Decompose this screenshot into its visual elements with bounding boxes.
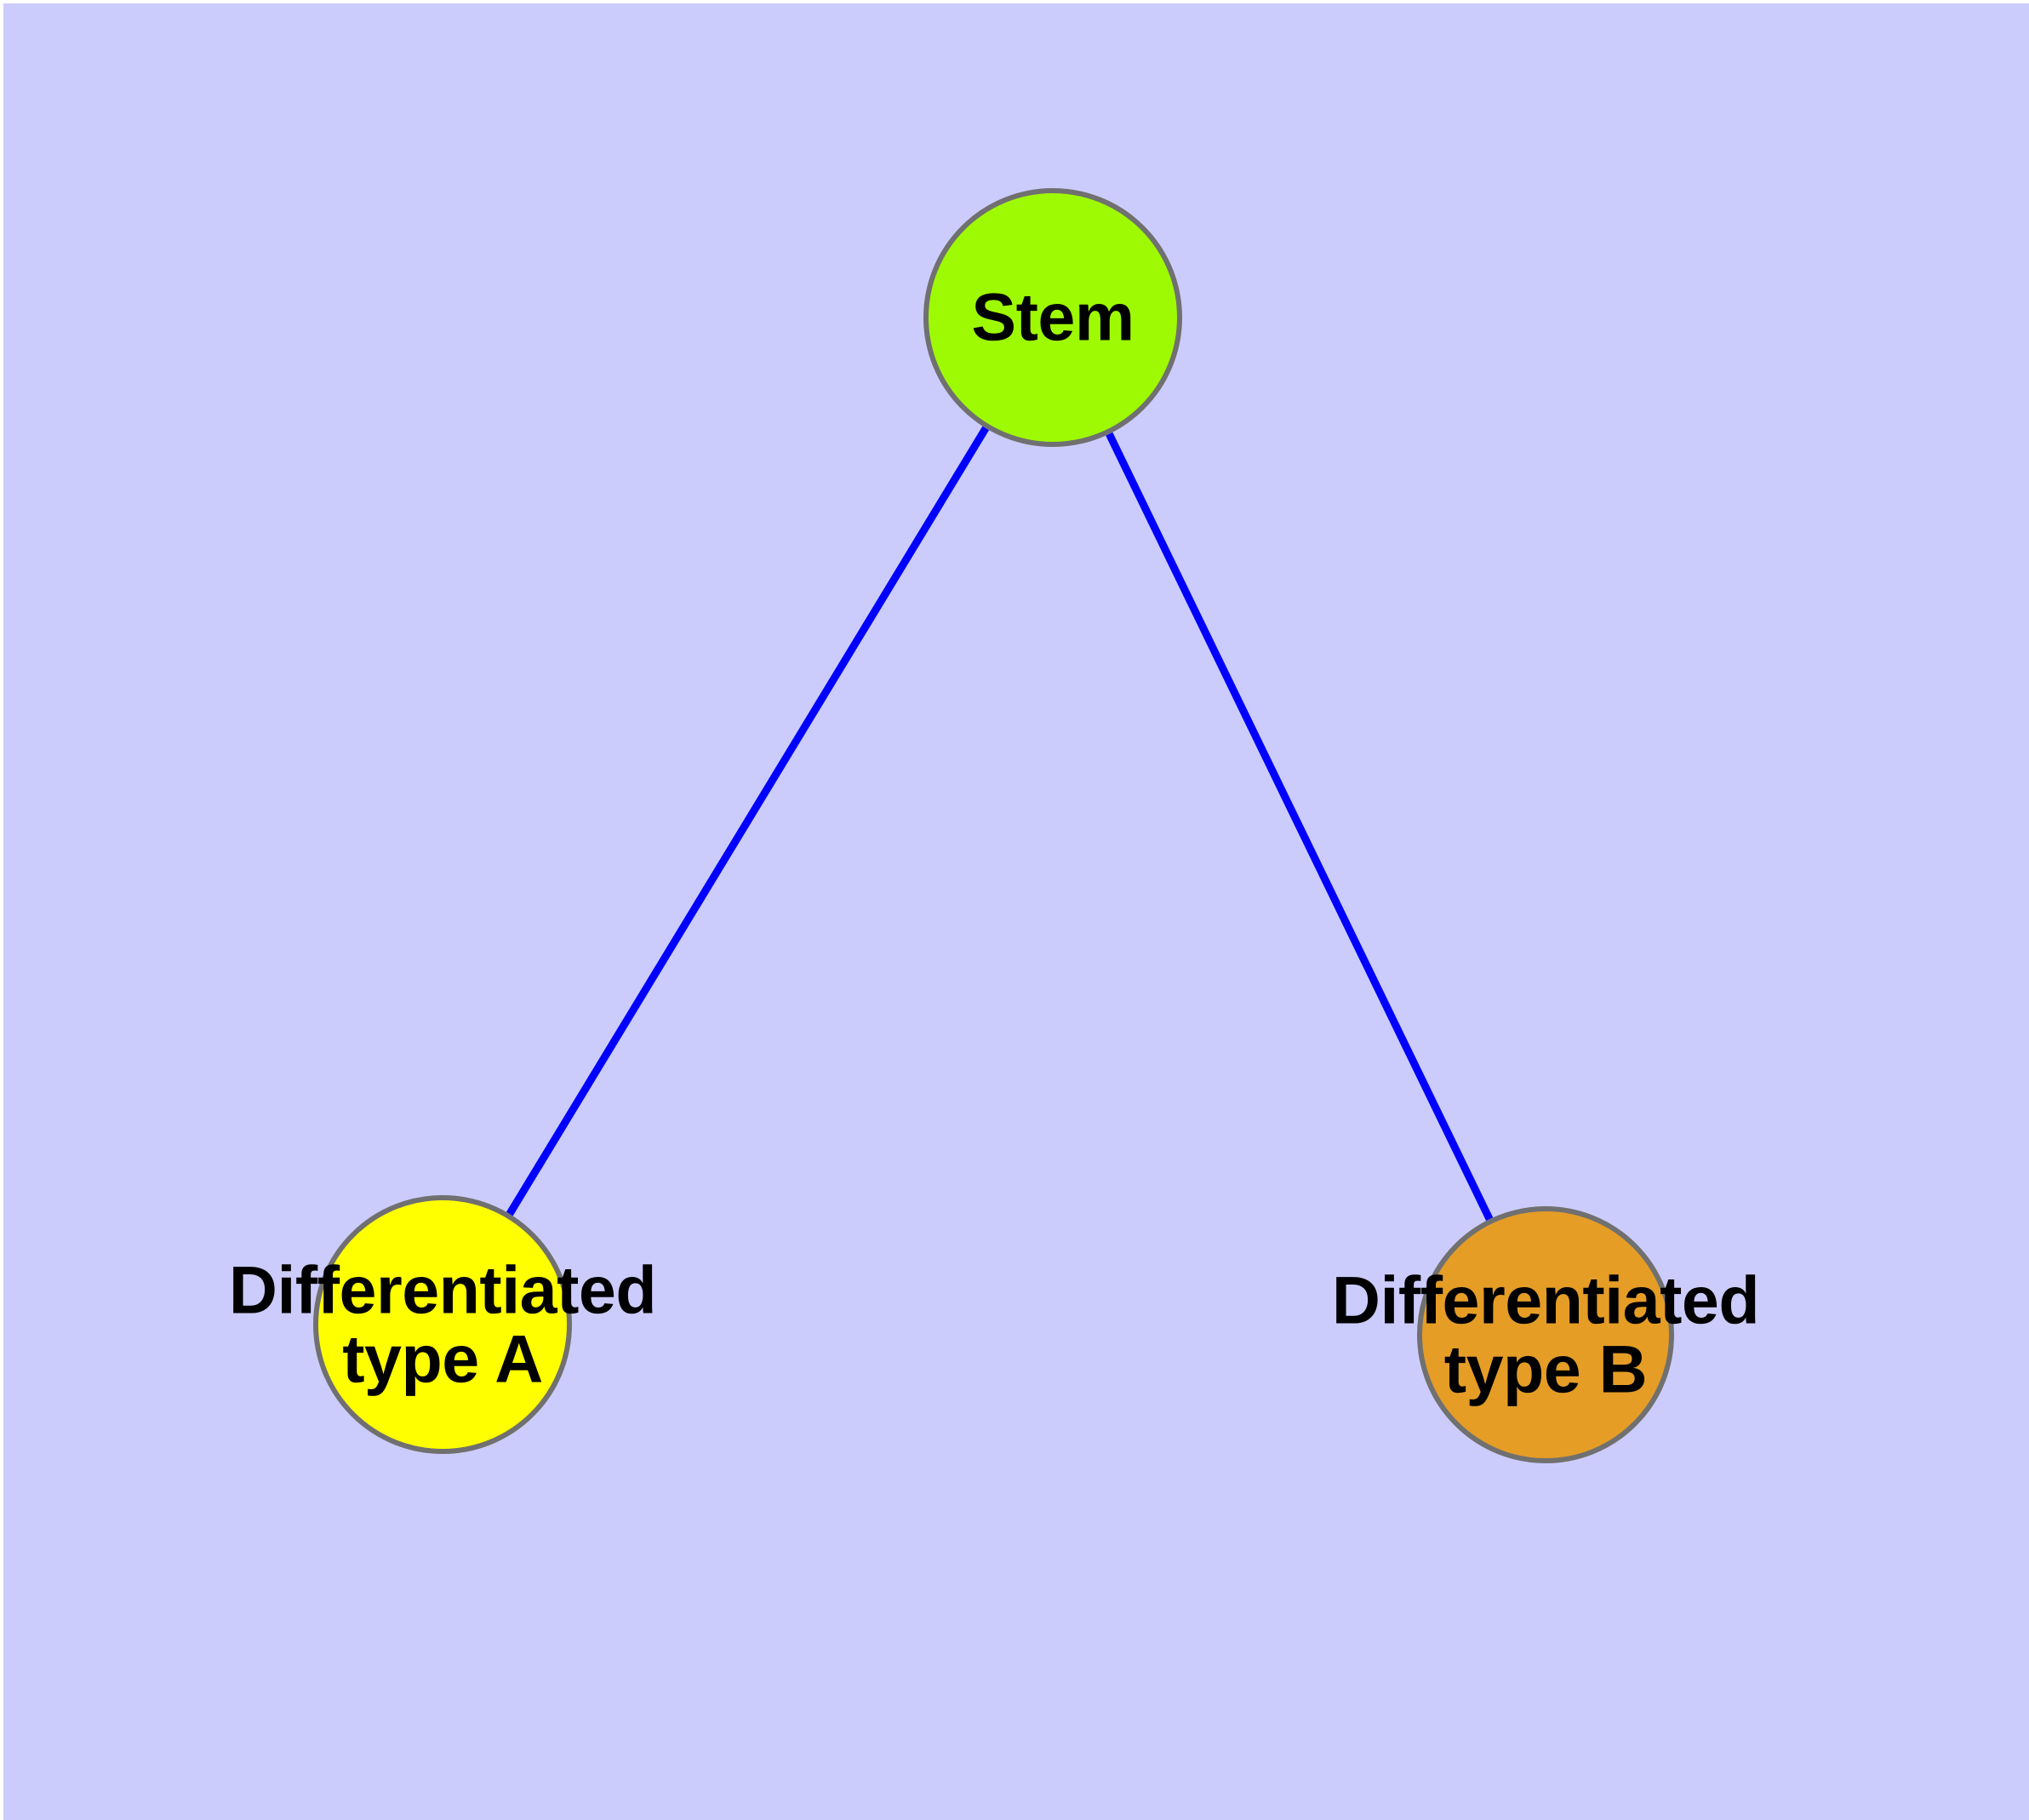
- graph-node-diff_a[interactable]: [313, 1195, 572, 1454]
- graph-node-diff_b[interactable]: [1417, 1206, 1674, 1463]
- graph-node-stem[interactable]: [923, 188, 1182, 447]
- graph-edge-stem-to-diff_b: [1106, 432, 1494, 1222]
- node-layer: [313, 188, 1674, 1463]
- graph-edge-stem-to-diff_a: [506, 426, 990, 1216]
- edge-layer: [506, 426, 1494, 1222]
